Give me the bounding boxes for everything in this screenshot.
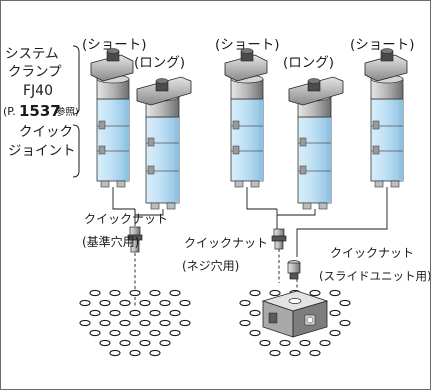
quick-nut-ref-hole [127,226,143,253]
mounting-hole [99,339,111,347]
mounting-hole [119,299,131,307]
mounting-hole [119,319,131,327]
quick-joint-label: クイック ジョイント [8,124,76,159]
mounting-hole [139,319,151,327]
mounting-hole [309,349,321,357]
mounting-hole [169,309,181,317]
mounting-hole [239,299,251,307]
mounting-hole [259,339,271,347]
mounting-hole [179,299,191,307]
slide-unit-block [261,290,329,338]
mounting-hole [269,349,281,357]
label-long-2: (ロング) [283,55,334,71]
mounting-hole [329,289,341,297]
mounting-hole [149,309,161,317]
label-slide-unit-use: (スライドユニット用) [319,269,430,283]
mounting-hole [89,309,101,317]
quick-joint-bracket [72,124,80,178]
system-clamp-line1: システム [5,46,59,62]
label-ref-hole-use: (基準穴用) [82,234,139,249]
clamp-long-left [136,76,192,210]
clamp-long-right [288,76,344,210]
mounting-hole [249,289,261,297]
label-short-2: (ショート) [215,37,280,53]
label-screw-hole-use: (ネジ穴用) [182,258,239,273]
label-quick-nut-3: クイックナット [330,246,414,260]
mounting-hole [329,309,341,317]
mounting-hole [119,339,131,347]
mounting-hole [149,289,161,297]
mounting-hole [239,319,251,327]
label-short-3: (ショート) [350,37,415,53]
mounting-hole [149,349,161,357]
mounting-hole [109,349,121,357]
mounting-hole [89,329,101,337]
system-clamp-label: システム クランプ FJ40 [5,46,62,99]
mounting-hole [249,329,261,337]
clamp-short-left [90,48,134,188]
mounting-hole [179,319,191,327]
mounting-hole [99,319,111,327]
mounting-hole [109,289,121,297]
quick-joint-line2: ジョイント [8,143,76,159]
mounting-hole [289,349,301,357]
mounting-hole [149,329,161,337]
system-clamp-line3: FJ40 [23,83,53,99]
page-ref-suffix: 参照) [56,106,79,118]
quick-nut-slide-unit [287,260,301,280]
page-reference: (P. 1537 参照) [3,102,79,120]
hole-pattern-left [79,289,191,357]
mounting-hole [309,289,321,297]
mounting-hole [279,339,291,347]
mounting-hole [129,309,141,317]
mounting-hole [159,299,171,307]
mounting-hole [299,339,311,347]
label-quick-nut-2: クイックナット [184,236,268,250]
quick-joint-line1: クイック [19,124,73,140]
quick-nut-screw-hole [271,228,287,250]
mounting-hole [89,289,101,297]
mounting-hole [169,329,181,337]
mounting-hole [129,289,141,297]
mounting-hole [109,329,121,337]
mounting-hole [109,309,121,317]
mounting-hole [329,329,341,337]
label-short-1: (ショート) [82,37,147,53]
mounting-hole [99,299,111,307]
mounting-hole [269,289,281,297]
hole-pattern-right [239,289,351,357]
clamp-short-right-1 [224,48,268,188]
label-quick-nut-1: クイックナット [84,212,168,226]
mounting-hole [169,289,181,297]
mounting-hole [129,349,141,357]
system-clamp-bracket [72,45,80,115]
system-clamp-line2: クランプ [8,64,62,80]
mounting-hole [79,299,91,307]
mounting-hole [139,299,151,307]
label-long-1: (ロング) [134,55,185,71]
mounting-hole [139,339,151,347]
mounting-hole [159,319,171,327]
page-ref-prefix: (P. [3,105,16,118]
page-ref-number: 1537 [19,102,61,120]
clamp-short-right-2 [364,48,408,188]
mounting-hole [159,339,171,347]
mounting-hole [319,339,331,347]
mounting-hole [249,309,261,317]
mounting-hole [339,299,351,307]
mounting-hole [79,319,91,327]
mounting-hole [129,329,141,337]
mounting-hole [339,319,351,327]
